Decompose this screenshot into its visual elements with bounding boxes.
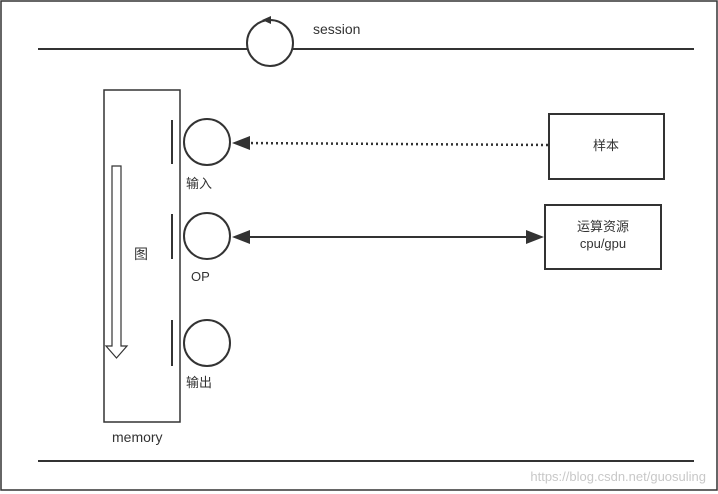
- watermark-text: https://blog.csdn.net/guosuling: [530, 469, 706, 484]
- compute-side-arrowhead: [526, 230, 544, 244]
- session-rotation-arrow: [262, 16, 271, 24]
- output-node-circle: [183, 319, 231, 367]
- sample-to-input-arrowhead: [232, 136, 250, 150]
- compute-resource-box: [544, 204, 662, 270]
- op-node-circle: [183, 212, 231, 260]
- compute-box-line2: cpu/gpu: [580, 236, 626, 251]
- sample-box: [548, 113, 665, 180]
- compute-box-line1: 运算资源: [577, 219, 629, 234]
- memory-label: memory: [112, 429, 163, 445]
- output-node-label: 输出: [186, 375, 212, 390]
- sample-to-input-connector: [241, 141, 549, 147]
- op-side-arrowhead: [232, 230, 250, 244]
- sample-box-label: 样本: [593, 138, 619, 153]
- session-label: session: [313, 21, 360, 37]
- op-node-label: OP: [191, 269, 210, 284]
- flow-down-arrow: [104, 165, 129, 359]
- session-circle: [246, 19, 294, 67]
- input-node-circle: [183, 118, 231, 166]
- input-node-label: 输入: [186, 176, 212, 191]
- graph-label: 图: [134, 246, 148, 262]
